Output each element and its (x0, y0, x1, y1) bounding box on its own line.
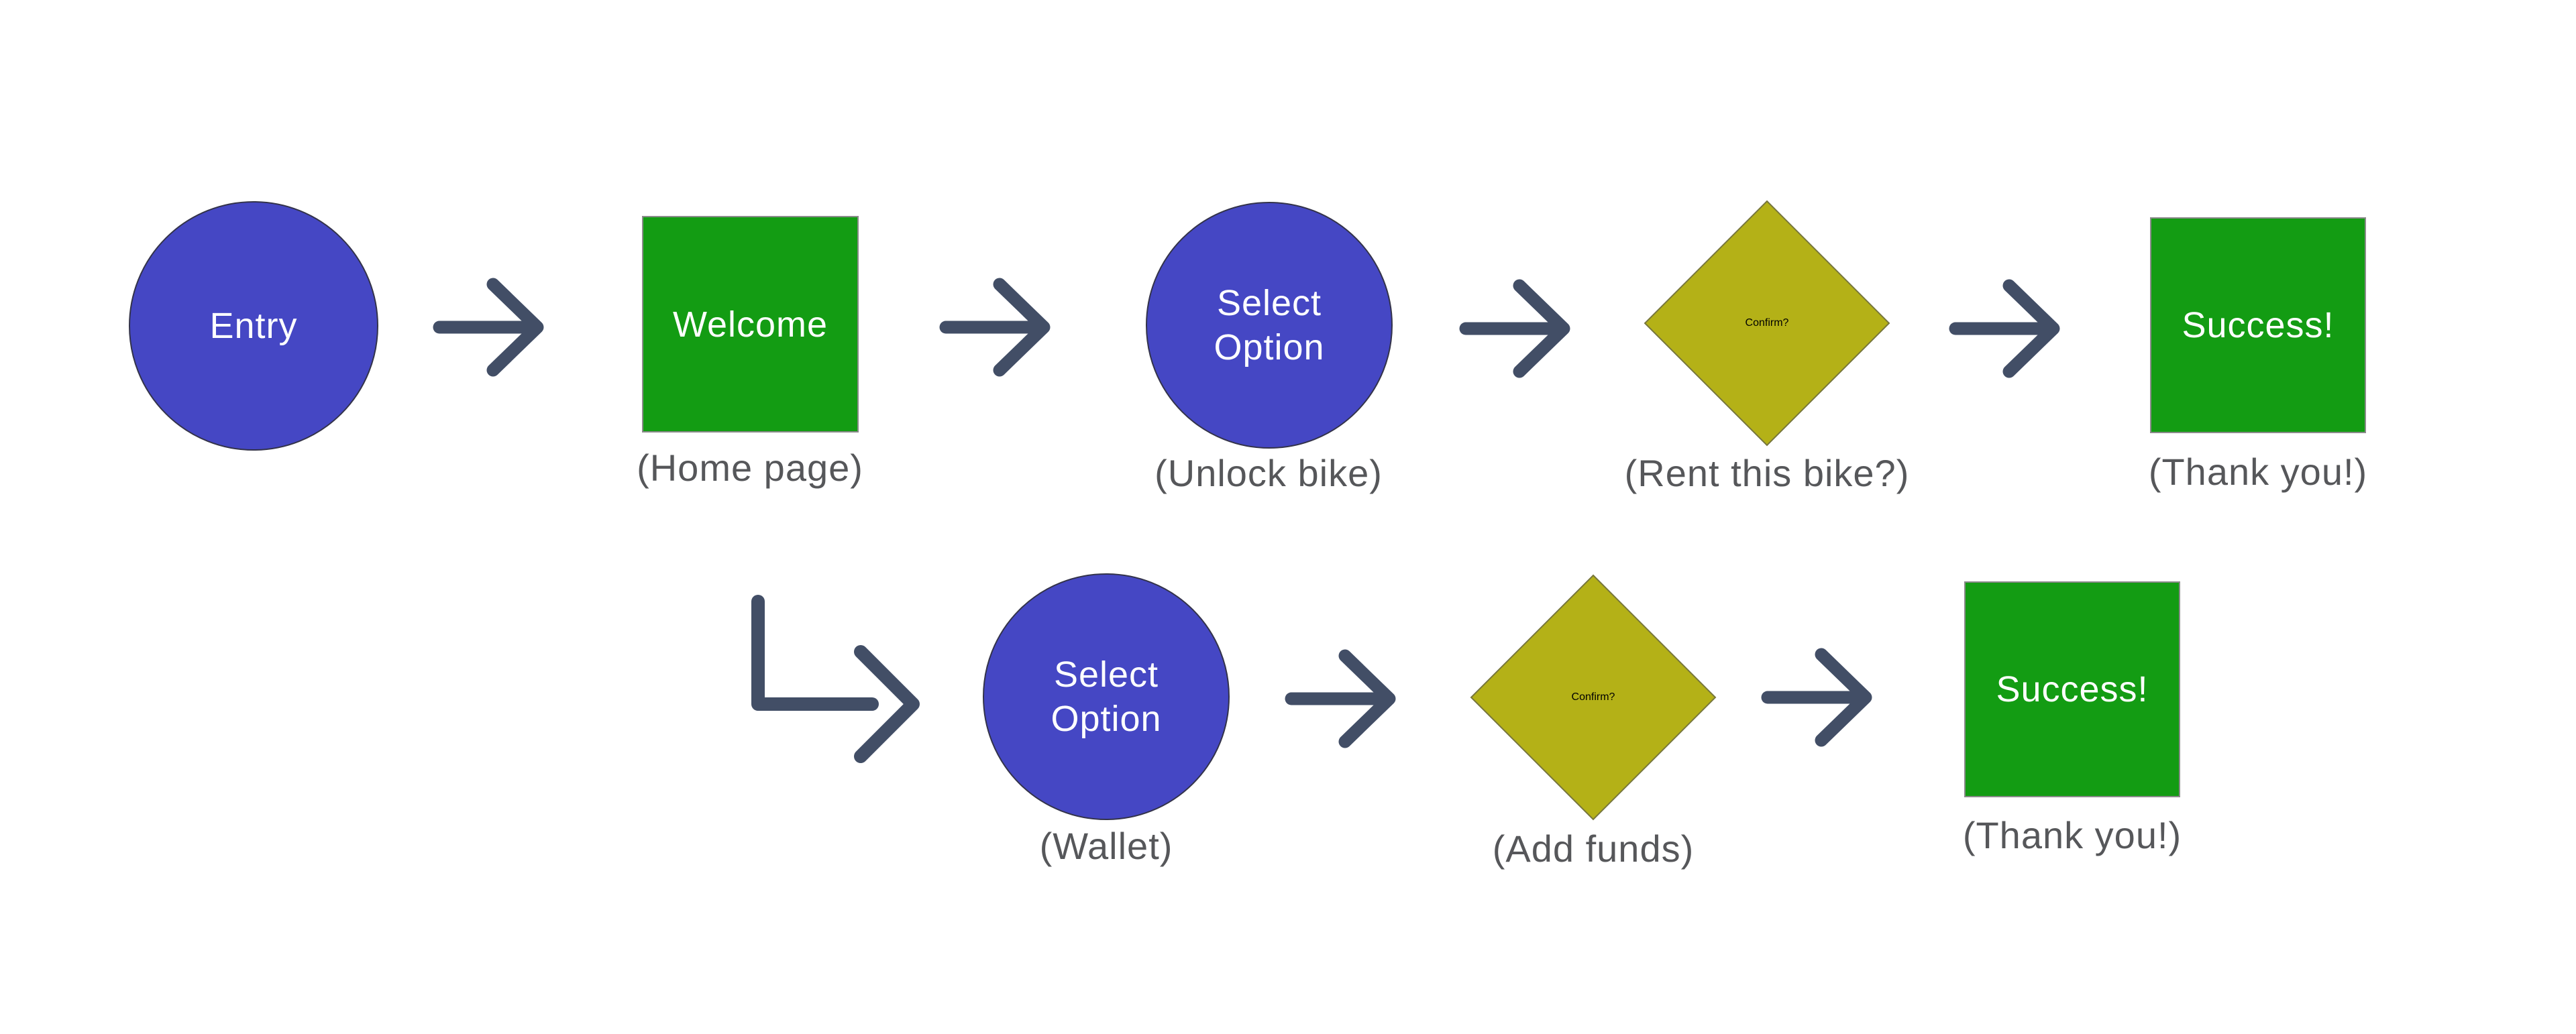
node-success-2-caption: (Thank you!) (1962, 814, 2182, 856)
branch-down-right-arrow-icon (751, 595, 920, 763)
arrow-right-icon (1949, 279, 2060, 378)
node-confirm-2-caption: (Add funds) (1492, 827, 1695, 870)
arrow-right-icon (1459, 279, 1570, 378)
node-select-option-2-caption: (Wallet) (1039, 825, 1173, 867)
node-success-1: Success! (2150, 217, 2366, 433)
node-confirm-1: Confirm? (1644, 200, 1890, 447)
node-success-1-label: Success! (2182, 305, 2334, 345)
arrow-right-icon (1285, 649, 1396, 748)
node-select-option-1-caption: (Unlock bike) (1155, 452, 1383, 494)
node-confirm-2-label: Confirm? (1571, 691, 1615, 703)
diamond-shape (1644, 200, 1890, 447)
arrow-right-icon (433, 278, 544, 377)
node-confirm-2: Confirm? (1470, 574, 1717, 821)
node-confirm-1-caption: (Rent this bike?) (1624, 452, 1910, 494)
node-entry-label: Entry (209, 306, 298, 346)
node-confirm-1-label: Confirm? (1745, 317, 1789, 329)
arrow-right-icon (1761, 648, 1872, 747)
node-success-2: Success! (1964, 581, 2180, 797)
node-welcome-label: Welcome (672, 304, 828, 345)
node-select-option-1: Select Option (1146, 202, 1393, 449)
node-select-option-2-label: Select Option (1051, 654, 1162, 739)
node-success-1-caption: (Thank you!) (2148, 451, 2368, 493)
node-select-option-1-label: Select Option (1214, 283, 1325, 367)
node-select-option-2: Select Option (983, 573, 1230, 820)
arrow-right-icon (939, 278, 1051, 377)
node-welcome: Welcome (642, 216, 859, 433)
node-entry: Entry (129, 201, 378, 451)
diamond-shape (1470, 574, 1717, 821)
node-welcome-caption: (Home page) (637, 447, 863, 489)
node-success-2-label: Success! (1996, 669, 2149, 709)
